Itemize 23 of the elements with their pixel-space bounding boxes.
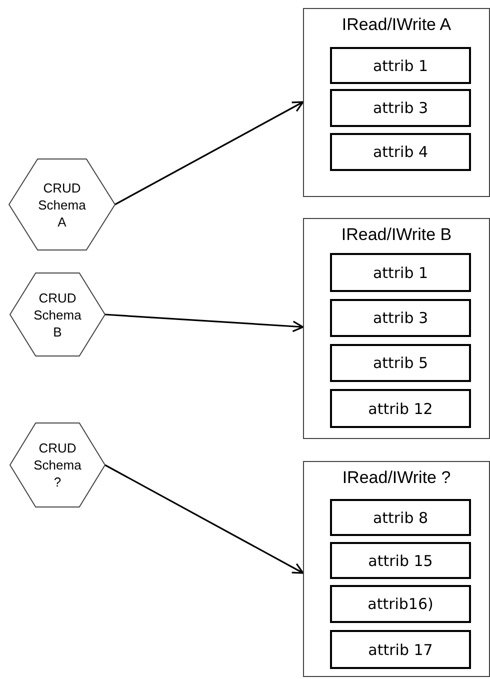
arrow [104, 464, 304, 574]
panel-title: IRead/IWrite B [340, 225, 453, 245]
attribute-box: attrib 5 [330, 344, 471, 382]
attribute-box: attrib 15 [330, 542, 471, 579]
schema-label: CRUD Schema A [37, 179, 87, 230]
schema-label: CRUD Schema ? [32, 440, 82, 490]
arrow [104, 314, 304, 332]
interface-panel [303, 461, 490, 677]
attribute-box: attrib 17 [330, 630, 471, 669]
attribute-box: attrib 3 [330, 89, 471, 127]
attribute-box: attrib 8 [330, 499, 471, 536]
attribute-box: attrib16) [330, 585, 471, 623]
attribute-box: attrib 1 [330, 47, 471, 84]
interface-panel [303, 218, 490, 439]
panel-title: IRead/IWrite ? [341, 468, 452, 488]
attribute-box: attrib 3 [330, 299, 471, 337]
attribute-box: attrib 4 [330, 133, 471, 171]
arrow [114, 101, 304, 206]
attribute-box: attrib 1 [330, 253, 471, 292]
panel-title: IRead/IWrite A [340, 15, 452, 35]
schema-label: CRUD Schema B [32, 289, 82, 340]
interface-panel [303, 8, 490, 197]
attribute-box: attrib 12 [330, 389, 471, 428]
